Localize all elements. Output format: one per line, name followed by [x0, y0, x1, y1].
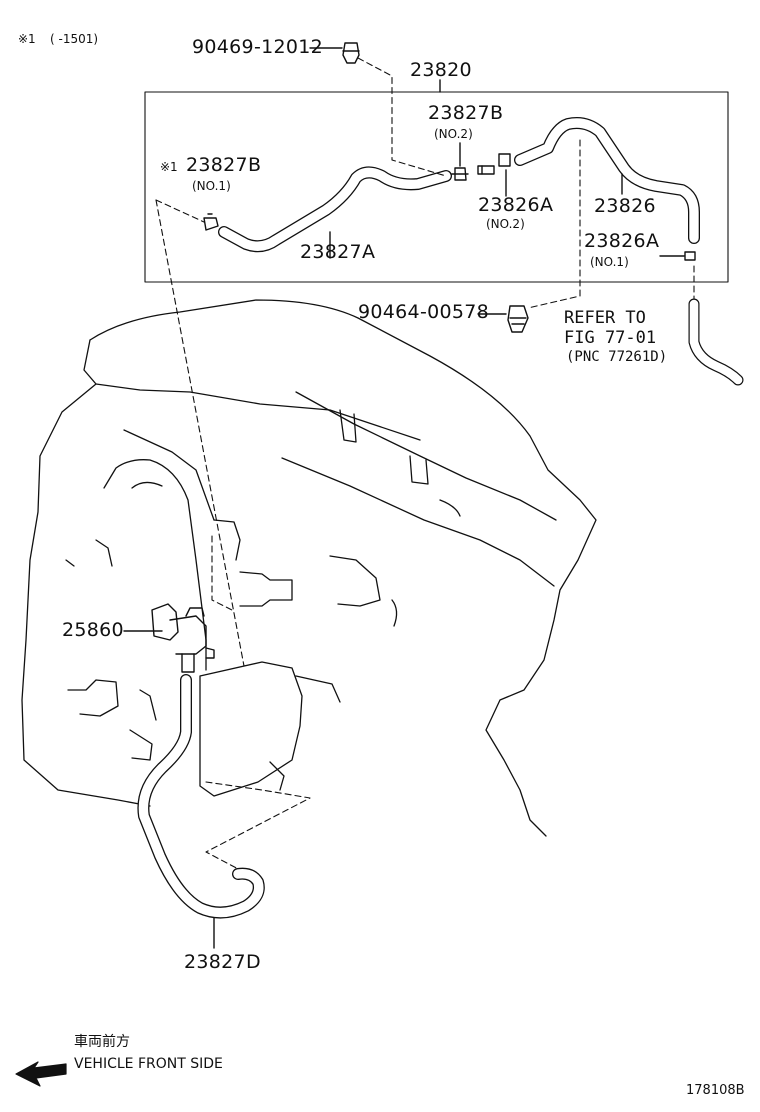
figure-id: 178108B [686, 1083, 745, 1098]
label-23820: 23820 [410, 59, 472, 81]
label-23827b-top: 23827B [428, 102, 504, 124]
label-23826a-mid: 23826A [478, 194, 554, 216]
fitting-23826a-no1 [684, 251, 696, 261]
label-25860: 25860 [62, 619, 124, 641]
clip-23826a-right [498, 153, 511, 167]
arrow-left-icon [15, 1061, 67, 1087]
reference-line-2: FIG 77-01 [564, 328, 657, 348]
note-range: ( -1501) [50, 32, 99, 46]
label-23826: 23826 [594, 195, 656, 217]
fitting-23826a-no2 [477, 165, 495, 175]
label-23827b-left-mark: ※1 [160, 160, 178, 174]
label-23827b-top-sub: (NO.2) [434, 127, 473, 141]
label-23827d: 23827D [184, 951, 261, 973]
clip-23827b-top [451, 167, 469, 181]
engine-block [21, 299, 597, 837]
direction-en: VEHICLE FRONT SIDE [74, 1056, 223, 1072]
label-23827b-left-sub: (NO.1) [192, 179, 231, 193]
label-23826a-right-sub: (NO.1) [590, 255, 629, 269]
label-23827a: 23827A [300, 241, 376, 263]
reference-line-3: (PNC 77261D) [566, 349, 668, 365]
assembly-box [144, 91, 729, 283]
label-90464-00578: 90464-00578 [358, 301, 490, 323]
clip-23827b-left [203, 213, 219, 231]
valve-25860 [151, 603, 215, 673]
clip-90464 [507, 305, 529, 333]
label-23826a-mid-sub: (NO.2) [486, 217, 525, 231]
direction-jp: 車両前方 [74, 1034, 130, 1050]
clip-90469 [342, 42, 360, 64]
label-23827b-left: 23827B [186, 154, 262, 176]
label-23826a-right: 23826A [584, 230, 660, 252]
reference-line-1: REFER TO [564, 308, 646, 328]
label-90469-12012: 90469-12012 [192, 36, 324, 58]
note-mark: ※1 [18, 32, 36, 46]
